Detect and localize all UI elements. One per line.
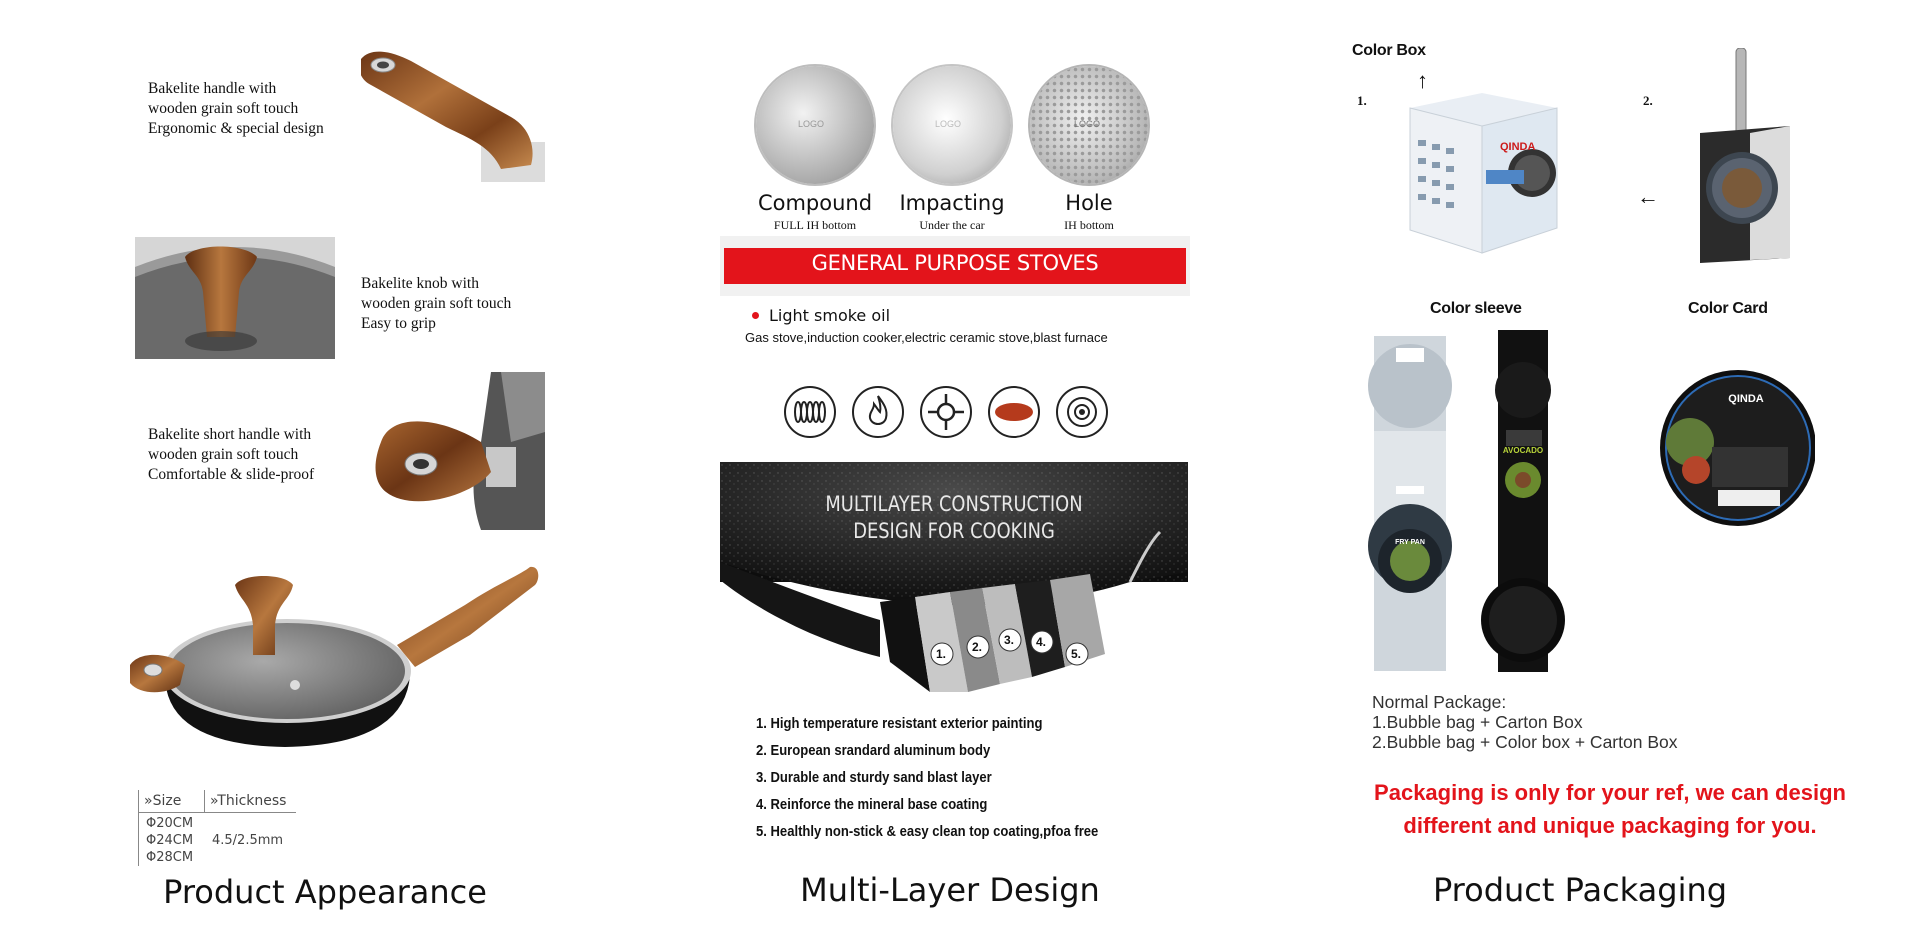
gas-burner-icon	[920, 386, 972, 438]
feature-line: Comfortable & slide-proof	[148, 466, 315, 483]
impacting-label: Impacting	[899, 191, 1005, 215]
feature-line: Ergonomic & special design	[148, 120, 324, 137]
short-handle-photo	[361, 372, 545, 530]
spec-thickness-value: 4.5/2.5mm	[212, 833, 284, 848]
color-sleeve-title: Color sleeve	[1430, 300, 1522, 317]
spec-hline	[138, 812, 296, 813]
layer-list: 1. High temperature resistant exterior p…	[756, 711, 1176, 846]
card-brand-text: QINDA	[1728, 393, 1764, 405]
main-pan-photo	[125, 555, 545, 755]
spec-vline	[204, 790, 205, 812]
color-card-image: QINDA	[1660, 362, 1816, 537]
spec-vline	[138, 790, 139, 866]
feature-short-handle-text: Bakelite short handle with wooden grain …	[148, 425, 314, 485]
feature-line: Bakelite knob with	[361, 275, 479, 292]
color-card-title: Color Card	[1688, 300, 1768, 317]
layer-number: 5.	[1071, 647, 1082, 661]
layer-item: 4. Reinforce the mineral base coating	[756, 797, 988, 813]
normal-package-block: Normal Package: 1.Bubble bag + Carton Bo…	[1372, 692, 1677, 752]
multilayer-caption: Multi-Layer Design	[800, 871, 1100, 909]
feature-line: wooden grain soft touch	[148, 100, 299, 117]
hotplate-icon	[1056, 386, 1108, 438]
color-box-title: Color Box	[1352, 42, 1426, 59]
gas-flame-icon	[852, 386, 904, 438]
box-brand-text: QINDA	[1500, 141, 1536, 153]
ceramic-plate-icon	[988, 386, 1040, 438]
spec-size-header: »Size	[144, 793, 182, 809]
impacting-disc: LOGO	[893, 66, 1011, 184]
spec-size-value: Φ28CM	[146, 850, 194, 865]
logo-text: LOGO	[935, 119, 962, 129]
sleeve-2-label: AVOCADO	[1503, 446, 1543, 455]
multilayer-section: LOGO LOGO LOGO Compound Impacting Hole F…	[700, 0, 1220, 947]
up-arrow-icon: ↑	[1417, 68, 1428, 93]
package-num-1: 1.	[1357, 93, 1367, 108]
layer-item: 1. High temperature resistant exterior p…	[756, 716, 1043, 732]
stoves-banner-text: GENERAL PURPOSE STOVES	[811, 251, 1099, 275]
hole-disc: LOGO	[1030, 66, 1148, 184]
induction-coil-icon	[784, 386, 836, 438]
layer-number: 2.	[972, 640, 983, 654]
spec-thickness-header: »Thickness	[210, 793, 287, 809]
layer-number: 4.	[1036, 635, 1047, 649]
layer-item: 3. Durable and sturdy sand blast layer	[756, 770, 992, 786]
appearance-caption: Product Appearance	[163, 873, 487, 911]
feature-handle-text: Bakelite handle with wooden grain soft t…	[148, 79, 324, 139]
layer-item: 5. Healthly non-stick & easy clean top c…	[756, 824, 1099, 840]
multilayer-title-2: DESIGN FOR COOKING	[853, 519, 1055, 543]
compound-label: Compound	[757, 191, 873, 215]
feature-line: wooden grain soft touch	[148, 446, 299, 463]
stoves-banner-bar	[724, 248, 1186, 284]
handle-photo	[361, 47, 545, 182]
left-arrow-icon: ←	[1637, 184, 1659, 209]
logo-text: LOGO	[1074, 119, 1101, 129]
impacting-sub: Under the car	[919, 218, 985, 232]
logo-text: LOGO	[798, 119, 825, 129]
compound-disc: LOGO	[756, 66, 874, 184]
stoves-banner: GENERAL PURPOSE STOVES	[720, 236, 1190, 296]
feature-line: Bakelite handle with	[148, 80, 277, 97]
spec-size-value: Φ24CM	[146, 833, 194, 848]
package-num-2: 2.	[1643, 93, 1653, 108]
color-box-image: QINDA	[1382, 78, 1582, 258]
knob-photo	[135, 237, 335, 359]
normal-package-2: 2.Bubble bag + Color box + Carton Box	[1372, 732, 1678, 752]
sleeve-2-image: AVOCADO	[1478, 330, 1568, 672]
multilayer-image: 1. 2. 3. 4. 5. MULTILAYER CONSTRUCTION D…	[720, 462, 1188, 702]
hole-sub: IH bottom	[1064, 218, 1114, 232]
bullet-dot	[752, 312, 759, 319]
layer-item: 2. European srandard aluminum body	[756, 743, 991, 759]
multilayer-title-1: MULTILAYER CONSTRUCTION	[825, 492, 1083, 516]
compound-sub: FULL IH bottom	[773, 218, 857, 232]
window-box-image	[1690, 47, 1800, 268]
packaging-section: Color Box 1. ↑ QINDA 2. ←	[1330, 0, 1920, 947]
normal-package-1: 1.Bubble bag + Carton Box	[1372, 712, 1583, 732]
feature-knob-text: Bakelite knob with wooden grain soft tou…	[361, 274, 511, 334]
layer-number: 3.	[1004, 633, 1015, 647]
custom-packaging-line-2: different and unique packaging for you.	[1403, 813, 1817, 838]
layer-number: 1.	[936, 647, 947, 661]
sleeve-1-label: FRY PAN	[1395, 539, 1425, 546]
custom-packaging-note: Packaging is only for your ref, we can d…	[1360, 776, 1860, 842]
custom-packaging-line-1: Packaging is only for your ref, we can d…	[1374, 780, 1846, 805]
bullet-text: Light smoke oil	[769, 306, 891, 325]
feature-line: Bakelite short handle with	[148, 426, 312, 443]
appearance-section: Bakelite handle with wooden grain soft t…	[0, 0, 560, 947]
sleeve-1-image: FRY PAN	[1366, 336, 1454, 671]
spec-size-value: Φ20CM	[146, 816, 194, 831]
stoves-line: Gas stove,induction cooker,electric cera…	[745, 330, 1108, 345]
hole-label: Hole	[1065, 191, 1113, 215]
feature-line: Easy to grip	[361, 315, 436, 332]
feature-line: wooden grain soft touch	[361, 295, 512, 312]
normal-package-title: Normal Package:	[1372, 692, 1507, 712]
packaging-caption: Product Packaging	[1432, 871, 1728, 909]
spec-table: »Size »Thickness Φ20CM Φ24CM Φ28CM 4.5/2…	[138, 790, 298, 866]
